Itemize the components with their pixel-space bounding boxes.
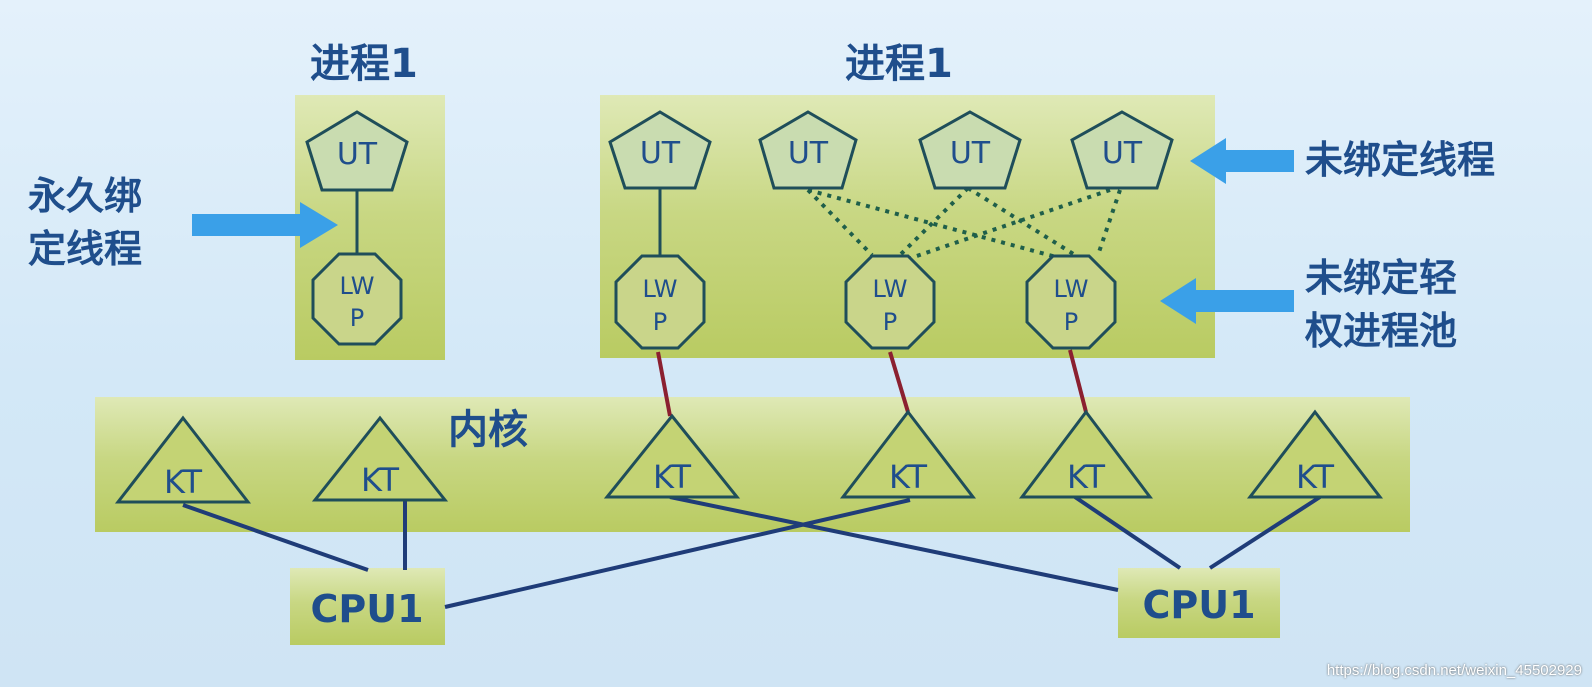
bound-thread-label-line2: 定线程 [28, 227, 143, 272]
lwp-node-label-line1: LW [340, 272, 375, 300]
bound-thread-label-line1: 永久绑 [28, 174, 143, 218]
bound-links [355, 188, 662, 256]
ut-node: UT [608, 110, 712, 190]
kernel-title: 内核 [448, 407, 528, 453]
unbound-lwp-label-line2: 权进程池 [1305, 309, 1458, 354]
lwp-node: LW P [1025, 254, 1117, 350]
lwp-kt-links [656, 349, 1088, 417]
ut-node-label: UT [788, 136, 829, 171]
cpu-right-label: CPU1 [1142, 583, 1255, 627]
unbound-lwp-label: 未绑定轻 权进程池 [1305, 252, 1457, 358]
kt-node-label: KT [361, 461, 400, 499]
kt-node: KT [603, 413, 741, 499]
cpu-connectors [182, 495, 1322, 609]
kt-node-label: KT [1067, 458, 1106, 496]
lwp-node-label-line2: P [1064, 308, 1078, 336]
process-right-title: 进程1 [845, 41, 953, 87]
lwp-node-label-line1: LW [873, 275, 908, 303]
lwp-node-label-line2: P [350, 304, 364, 332]
unbound-thread-label: 未绑定线程 [1305, 138, 1496, 182]
lwp-node: LW P [311, 252, 403, 346]
lwp-node: LW P [614, 254, 706, 350]
watermark: https://blog.csdn.net/weixin_45502929 [1326, 662, 1582, 679]
lwp-node-label-line1: LW [643, 275, 678, 303]
ut-node-label: UT [337, 137, 378, 172]
lwp-node-label-line1: LW [1054, 275, 1089, 303]
lwp-node: LW P [844, 254, 936, 350]
cpu-left-box [290, 568, 445, 645]
unbound-dotted-links [806, 186, 1122, 262]
ut-node-label: UT [950, 136, 991, 171]
kt-node-label: KT [653, 458, 692, 496]
lwp-node-label-line2: P [653, 308, 667, 336]
kt-node-label: KT [1296, 458, 1335, 496]
cpu-right-box [1118, 568, 1280, 638]
ut-node-label: UT [1102, 136, 1143, 171]
process-left-title: 进程1 [310, 41, 418, 87]
kt-node: KT [839, 409, 977, 499]
ut-node: UT [918, 110, 1022, 190]
bound-arrow-icon [192, 202, 338, 248]
kernel-box [95, 397, 1410, 532]
unbound-lwp-arrow-icon [1160, 278, 1294, 324]
ut-node: UT [758, 110, 858, 190]
kt-node-label: KT [164, 463, 203, 501]
kt-node: KT [114, 415, 252, 504]
kt-node-label: KT [889, 458, 928, 496]
kt-node: KT [1018, 409, 1154, 499]
kt-node: KT [1246, 409, 1384, 499]
ut-node: UT [305, 110, 409, 192]
lwp-node-label-line2: P [883, 308, 897, 336]
ut-node-label: UT [640, 136, 681, 171]
unbound-lwp-label-line1: 未绑定轻 [1305, 256, 1458, 300]
bound-thread-label: 永久绑 定线程 [28, 170, 142, 276]
ut-node: UT [1070, 110, 1174, 190]
unbound-thread-arrow-icon [1190, 138, 1294, 184]
cpu-left-label: CPU1 [310, 587, 423, 631]
kt-node: KT [311, 415, 449, 502]
